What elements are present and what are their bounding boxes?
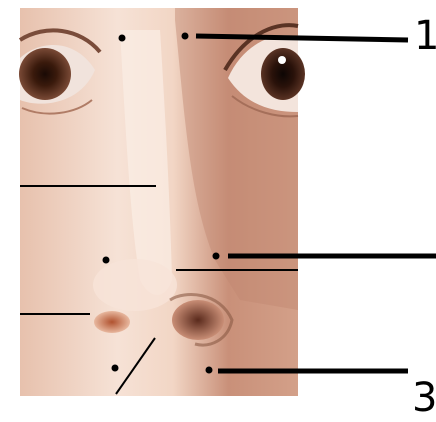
dot-side-wall xyxy=(213,253,220,260)
face-photo xyxy=(19,8,305,396)
dot-columella xyxy=(112,365,119,372)
label-1: 1 xyxy=(414,16,436,56)
dot-alar-base xyxy=(206,367,213,374)
dot-tip xyxy=(103,257,110,264)
dot-bridge-right xyxy=(182,33,189,40)
dot-bridge-left xyxy=(119,35,126,42)
label-3: 3 xyxy=(412,378,436,418)
